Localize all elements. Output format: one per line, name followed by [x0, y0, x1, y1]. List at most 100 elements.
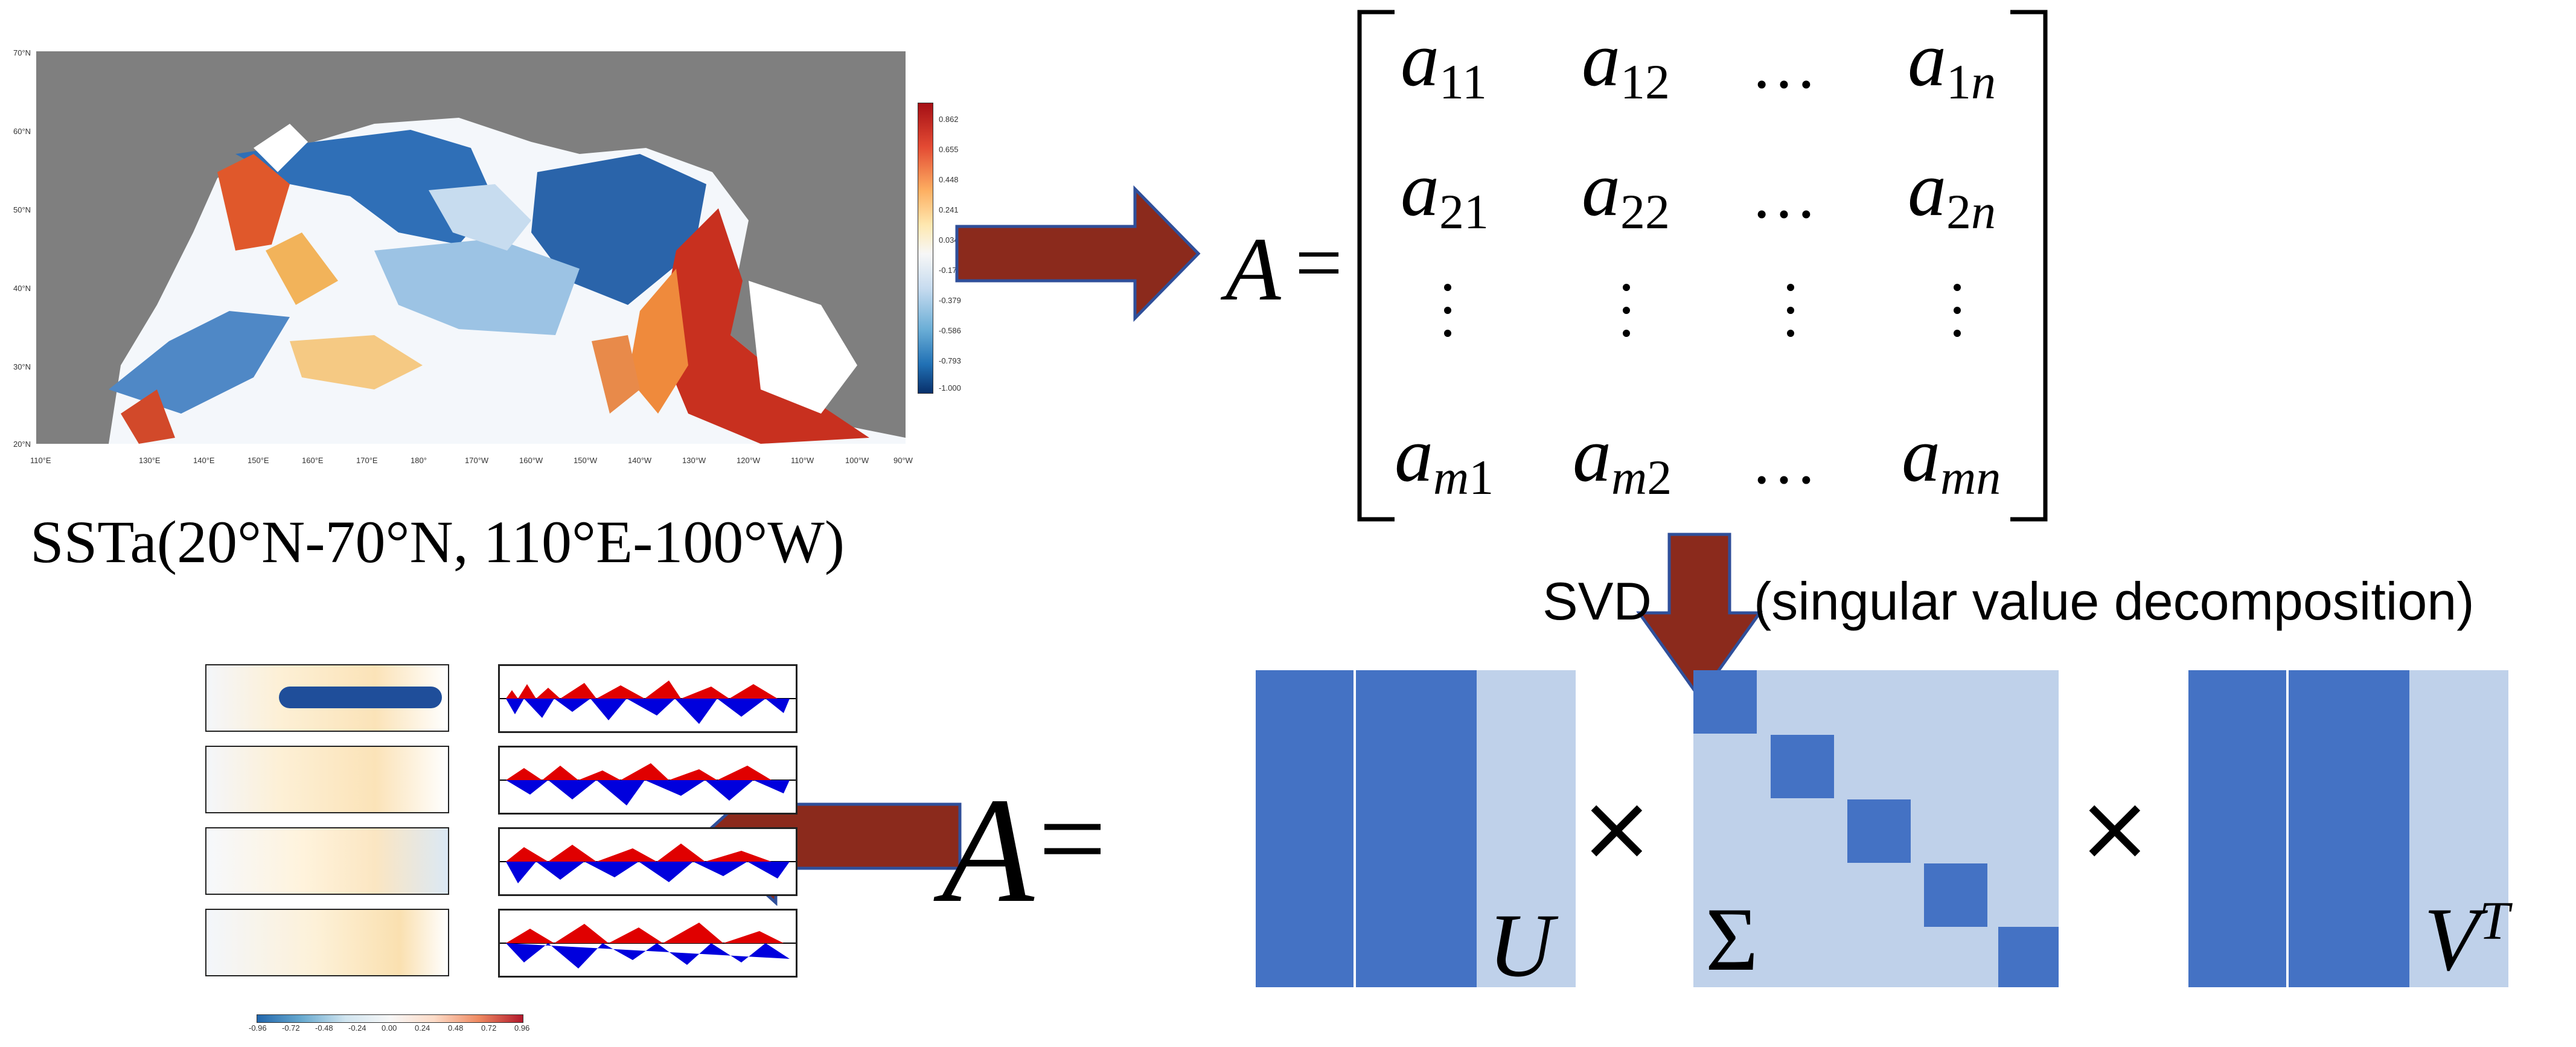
matrix-entry: am1 [1395, 412, 1494, 505]
colorbar-tick: 0.241 [939, 205, 959, 214]
lon-tick: 150°W [574, 456, 598, 465]
colorbar-tick: 0.862 [939, 115, 959, 124]
lon-tick: 140°W [628, 456, 652, 465]
lon-tick: 140°E [193, 456, 215, 465]
lat-tick: 50°N [13, 205, 31, 214]
eof-colorbar-tick: -0.48 [315, 1023, 333, 1033]
u-column [1256, 670, 1354, 987]
lon-tick: 130°W [682, 456, 706, 465]
svd-label: SVD [1542, 571, 1652, 631]
eof-colorbar-tick: 0.00 [382, 1023, 397, 1033]
right-arrow [955, 185, 1201, 322]
matrix-entry: amn [1902, 412, 2001, 505]
sigma-diagonal-cell [1771, 735, 1834, 798]
colorbar-ticks: 0.862 0.655 0.448 0.241 0.034 -0.172 -0.… [939, 115, 987, 399]
matrix-vdots [1954, 284, 1961, 353]
eof-spatial-map [205, 746, 449, 813]
sigma-diagonal-cell [1847, 799, 1911, 863]
colorbar-tick: 0.034 [939, 235, 959, 245]
colorbar-tick: 0.448 [939, 175, 959, 184]
vt-column [2188, 670, 2286, 987]
eof-spatial-map [205, 827, 449, 895]
eof-colorbar-tick: -0.72 [282, 1023, 300, 1033]
colorbar-tick: -1.000 [939, 383, 961, 392]
vt-column [2409, 670, 2508, 987]
lon-tick: 120°W [737, 456, 761, 465]
colorbar-tick: -0.379 [939, 296, 961, 305]
vt-matrix-block: VT [2188, 670, 2510, 990]
lon-tick: 90°W [893, 456, 913, 465]
matrix-ellipsis: … [1751, 424, 1821, 498]
matrix-ellipsis: … [1751, 158, 1821, 232]
matrix-left-bracket [1357, 10, 1395, 522]
matrix-entry: a22 [1582, 146, 1670, 239]
lat-tick: 70°N [13, 48, 31, 57]
lon-tick: 110°E [30, 456, 51, 465]
map-caption: SSTa(20°N-70°N, 110°E-100°W) [30, 508, 845, 575]
eof-colorbar [257, 1014, 523, 1023]
u-label: U [1488, 895, 1554, 996]
eof-timeseries [498, 664, 797, 733]
matrix-vdots [1787, 284, 1794, 353]
colorbar-tick: -0.586 [939, 326, 961, 335]
sigma-diagonal-cell [1998, 927, 2059, 987]
lon-tick: 150°E [248, 456, 269, 465]
matrix-entry: a11 [1401, 16, 1487, 109]
vt-label: VT [2424, 889, 2510, 990]
lon-tick: 160°W [519, 456, 543, 465]
lat-tick: 60°N [13, 127, 31, 136]
matrix-entry: a2n [1908, 146, 1996, 239]
eof-spatial-map [205, 664, 449, 732]
matrix-entry: a1n [1908, 16, 1996, 109]
lon-tick: 160°E [302, 456, 324, 465]
eof-spatial-map [205, 909, 449, 976]
matrix-entry: a12 [1582, 16, 1670, 109]
lon-tick: 100°W [845, 456, 869, 465]
lat-tick: 30°N [13, 362, 31, 371]
lon-tick: 170°W [465, 456, 489, 465]
result-equals: = [1038, 772, 1107, 906]
lon-tick-row: 110°E 130°E 140°E 150°E 160°E 170°E 180°… [30, 456, 913, 468]
lat-tick: 40°N [13, 284, 31, 293]
eof-colorbar-tick: 0.72 [481, 1023, 497, 1033]
eof-colorbar-tick: 0.24 [415, 1023, 430, 1033]
sst-map-field [109, 118, 906, 444]
eof-colorbar-ticks: -0.96 -0.72 -0.48 -0.24 0.00 0.24 0.48 0… [249, 1023, 532, 1036]
matrix-lhs: A [1226, 219, 1281, 319]
sigma-label: Σ [1705, 889, 1759, 990]
matrix-right-bracket [2010, 10, 2048, 522]
times-sign: × [2077, 776, 2153, 881]
matrix-entry: a21 [1401, 146, 1489, 239]
matrix-entry: am2 [1573, 412, 1672, 505]
sst-colorbar [918, 103, 933, 394]
u-column [1477, 670, 1576, 987]
down-arrow [1636, 533, 1763, 700]
eof-colorbar-tick: -0.96 [249, 1023, 267, 1033]
lon-tick: 110°W [791, 456, 814, 465]
times-sign: × [1579, 776, 1655, 881]
svd-long-label: (singular value decomposition) [1754, 571, 2475, 631]
lon-tick: 130°E [139, 456, 161, 465]
eof-timeseries [498, 827, 797, 896]
matrix-vdots [1623, 284, 1630, 353]
eof-colorbar-tick: -0.24 [348, 1023, 366, 1033]
matrix-ellipsis: … [1751, 28, 1821, 102]
lon-tick: 170°E [356, 456, 378, 465]
sigma-matrix-block: Σ [1693, 670, 2059, 990]
eof-timeseries [498, 746, 797, 815]
eof-colorbar-tick: 0.48 [448, 1023, 464, 1033]
sigma-diagonal-cell [1924, 863, 1987, 927]
matrix-vdots [1444, 284, 1451, 353]
u-matrix-block: U [1256, 670, 1576, 996]
matrix-equals: = [1295, 216, 1343, 310]
sigma-diagonal-cell [1693, 670, 1757, 734]
eof-colorbar-tick: 0.96 [514, 1023, 530, 1033]
colorbar-tick: 0.655 [939, 145, 959, 154]
result-lhs: A [942, 767, 1034, 934]
eof-panels: -0.96 -0.72 -0.48 -0.24 0.00 0.24 0.48 0… [91, 664, 797, 1039]
eof-timeseries [498, 909, 797, 978]
colorbar-tick: -0.793 [939, 356, 961, 365]
lon-tick: 180° [411, 456, 427, 465]
u-column [1356, 670, 1477, 987]
lat-tick: 20°N [13, 440, 31, 449]
